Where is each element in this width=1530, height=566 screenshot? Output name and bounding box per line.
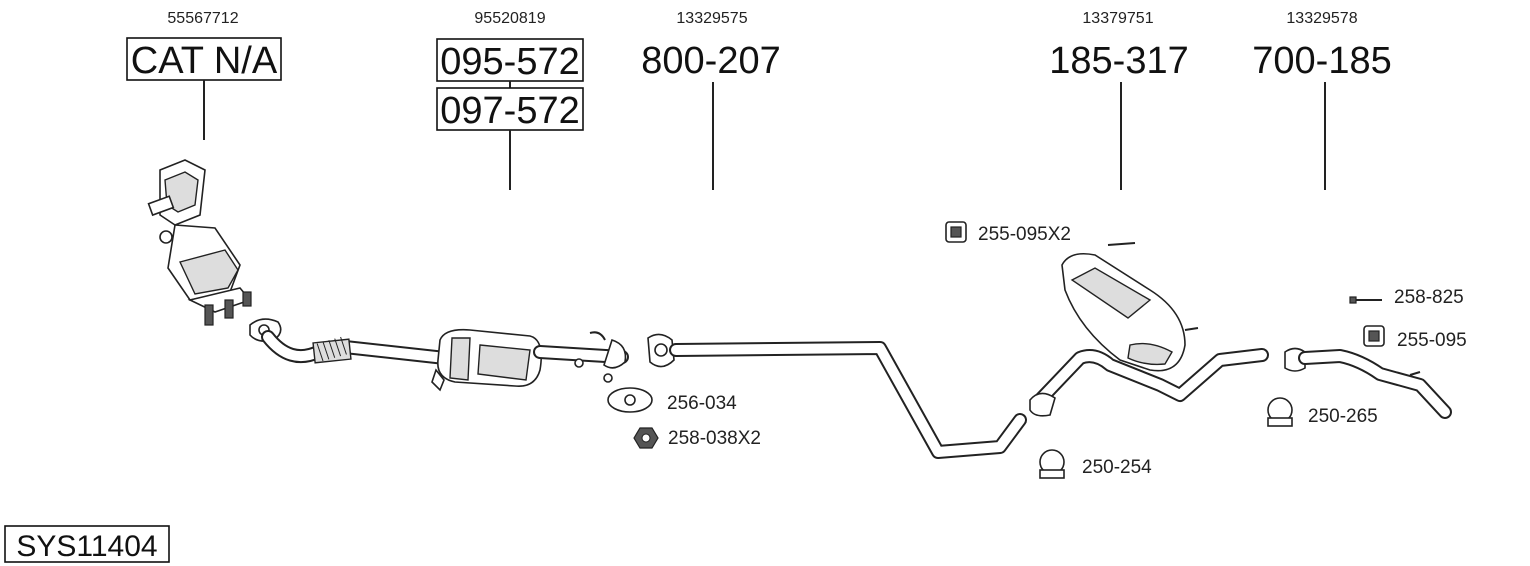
accessory-255-095[interactable]: 255-095 (1363, 325, 1467, 351)
accessory-250-254[interactable]: 250-254 (1039, 449, 1152, 479)
accessory-250-265[interactable]: 250-265 (1267, 397, 1378, 427)
accessory-255-095x2[interactable]: 255-095X2 (945, 221, 1071, 245)
oe-number: 55567712 (167, 10, 238, 27)
tail-pipe-drawing (1284, 347, 1452, 419)
accessory-code: 250-254 (1082, 457, 1152, 478)
accessory-code: 258-038X2 (668, 428, 761, 449)
accessory-258-825[interactable]: 258-825 (1349, 287, 1464, 308)
oe-number: 95520819 (474, 10, 545, 27)
front-silencer-drawing (431, 328, 629, 392)
oe-number: 13329575 (676, 10, 747, 27)
front-pipe-drawing (249, 318, 452, 365)
bolt-icon (1349, 296, 1382, 304)
accessory-258-038x2[interactable]: 258-038X2 (633, 427, 761, 449)
part-code: 800-207 (641, 40, 780, 82)
system-id: SYS11404 (4, 525, 170, 563)
part-rear-silencer[interactable]: 13379751 185-317 (1049, 10, 1189, 190)
part-middle-pipe[interactable]: 13329575 800-207 (641, 10, 781, 190)
code-box (436, 87, 584, 131)
part-code: 700-185 (1252, 40, 1391, 82)
rubber-hanger-icon (1363, 325, 1385, 347)
catalytic-converter-drawing (147, 159, 252, 326)
rubber-hanger-icon (945, 221, 967, 243)
rear-silencer-drawing (1029, 242, 1269, 417)
code-box (126, 37, 282, 81)
accessory-256-034[interactable]: 256-034 (607, 387, 737, 414)
part-code: 097-572 (440, 90, 579, 132)
middle-pipe-drawing (647, 333, 1027, 459)
clamp-icon (1039, 449, 1065, 479)
part-tail-pipe[interactable]: 13329578 700-185 (1252, 10, 1392, 190)
part-code: 185-317 (1049, 40, 1188, 82)
accessory-code: 258-825 (1394, 287, 1464, 308)
part-catalytic-converter[interactable]: 55567712 CAT N/A (126, 10, 282, 140)
part-code: CAT N/A (131, 40, 278, 82)
accessory-code: 250-265 (1308, 406, 1378, 427)
accessory-code: 255-095X2 (978, 224, 1071, 245)
part-front-silencer[interactable]: 95520819 095-572 097-572 (436, 10, 584, 190)
oe-number: 13329578 (1286, 10, 1357, 27)
nut-icon (633, 427, 659, 449)
code-box (436, 38, 584, 82)
part-code: 095-572 (440, 41, 579, 83)
system-id-text: SYS11404 (16, 530, 157, 563)
gasket-icon (607, 387, 653, 413)
clamp-icon (1267, 397, 1293, 427)
accessory-code: 255-095 (1397, 330, 1467, 351)
oe-number: 13379751 (1082, 10, 1153, 27)
accessory-code: 256-034 (667, 393, 737, 414)
flex-joint (312, 336, 352, 364)
